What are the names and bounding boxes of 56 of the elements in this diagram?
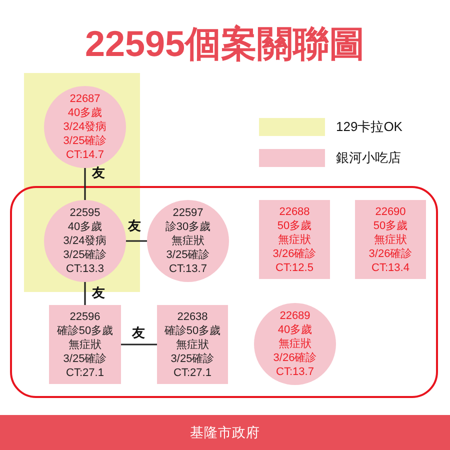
case-detail: 40多歲: [68, 220, 102, 234]
connector-line: [84, 282, 86, 305]
case-detail: 確診50多歲: [56, 324, 114, 338]
case-detail: 3/25確診: [63, 248, 107, 262]
case-detail: 無症狀: [172, 234, 204, 248]
case-detail: 3/25確診: [166, 248, 210, 262]
case-box: [259, 200, 330, 279]
case-detail: 50多歲: [373, 218, 408, 232]
legend-text: 129卡拉OK: [336, 118, 402, 136]
case-detail: 無症狀: [176, 338, 209, 352]
case-box: [157, 305, 228, 384]
case-id: 22688: [279, 204, 310, 218]
edge-label: 友: [92, 285, 105, 301]
case-detail: 確診50多歲: [164, 324, 221, 338]
case-detail: 3/26確診: [368, 246, 412, 260]
case-detail: 40多歲: [278, 323, 312, 337]
case-detail: CT:14.7: [66, 148, 104, 162]
edge-label: 友: [132, 325, 145, 341]
diagram-title: 22595個案關聯圖: [84, 22, 366, 66]
case-detail: 3/26確診: [272, 246, 316, 260]
case-detail: CT:12.5: [276, 260, 314, 274]
case-box: [355, 200, 426, 279]
case-detail: 3/25確診: [170, 352, 214, 366]
case-detail: 無症狀: [278, 232, 311, 246]
case-detail: 3/24發病: [63, 120, 107, 134]
legend-text: 銀河小吃店: [336, 149, 401, 167]
case-detail: 50多歲: [277, 218, 312, 232]
case-id: 22638: [177, 310, 208, 324]
case-detail: CT:13.3: [66, 262, 104, 276]
connector-line: [121, 344, 157, 346]
case-detail: CT:27.1: [66, 366, 104, 380]
case-id: 22687: [70, 92, 100, 106]
case-detail: 無症狀: [278, 337, 312, 351]
case-detail: 3/25確診: [63, 352, 107, 366]
edge-label: 友: [92, 165, 105, 181]
case-detail: 3/24發病: [63, 234, 107, 248]
case-box: [49, 305, 121, 384]
case-id: 22689: [280, 309, 310, 323]
case-id: 22595: [70, 206, 100, 220]
case-detail: CT:13.4: [372, 260, 410, 274]
case-detail: 40多歲: [68, 106, 102, 120]
case-id: 22597: [172, 206, 204, 220]
case-detail: CT:27.1: [174, 366, 212, 380]
case-detail: 3/26確診: [273, 351, 317, 365]
case-id: 22690: [375, 204, 406, 218]
case-detail: CT:13.7: [276, 365, 314, 379]
case-detail: 無症狀: [374, 232, 407, 246]
footer-text: 基隆市政府: [190, 424, 260, 442]
case-detail: 3/25確診: [63, 134, 107, 148]
case-detail: 無症狀: [68, 338, 102, 352]
connector-line: [84, 168, 86, 200]
case-detail: 診30多歲: [165, 220, 211, 234]
case-detail: CT:13.7: [169, 262, 207, 276]
connector-line: [126, 240, 147, 242]
edge-label: 友: [128, 218, 141, 234]
case-id: 22596: [70, 310, 100, 324]
